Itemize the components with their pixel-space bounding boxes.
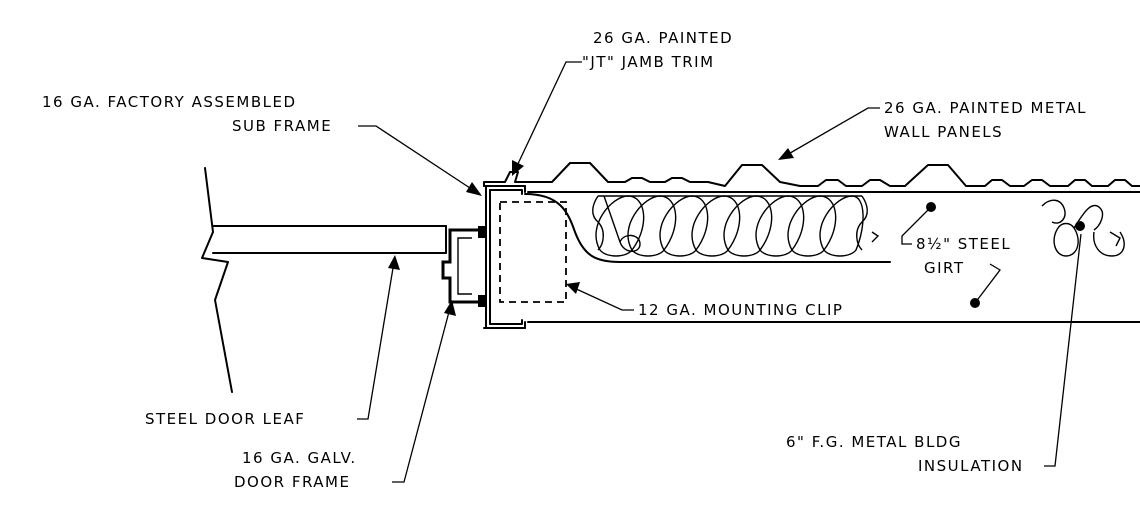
insulation — [592, 195, 1125, 257]
door-leaf-label: STEEL DOOR LEAF — [145, 410, 305, 428]
jamb-trim-label-2: "JT" JAMB TRIM — [582, 53, 715, 71]
door-frame — [441, 226, 485, 307]
insulation-dot — [1075, 221, 1085, 231]
girt-label-2: GIRT — [924, 259, 965, 277]
steel-door-leaf — [201, 167, 447, 393]
door-frame-label-2: DOOR FRAME — [234, 473, 350, 491]
sub-frame — [483, 185, 526, 329]
metal-wall-panel — [527, 162, 1140, 323]
insulation-label-1: 6" F.G. METAL BLDG — [786, 433, 962, 451]
wall-panels-label-1: 26 GA. PAINTED METAL — [884, 99, 1087, 117]
insulation-label-2: INSULATION — [918, 457, 1024, 475]
mounting-clip-label: 12 GA. MOUNTING CLIP — [638, 301, 843, 319]
wall-panels-label-2: WALL PANELS — [884, 123, 1003, 141]
sub-frame-label-1: 16 GA. FACTORY ASSEMBLED — [42, 93, 297, 111]
door-frame-label-1: 16 GA. GALV. — [242, 449, 357, 467]
jamb-trim-label-1: 26 GA. PAINTED — [593, 29, 733, 47]
sub-frame-label-2: SUB FRAME — [232, 117, 332, 135]
leader-lines — [357, 61, 1082, 483]
girt-label-1: 8½" STEEL — [916, 235, 1011, 253]
mounting-clip — [499, 193, 891, 303]
jamb-trim — [483, 171, 529, 187]
labels: 26 GA. PAINTED "JT" JAMB TRIM 16 GA. FAC… — [42, 29, 1087, 491]
